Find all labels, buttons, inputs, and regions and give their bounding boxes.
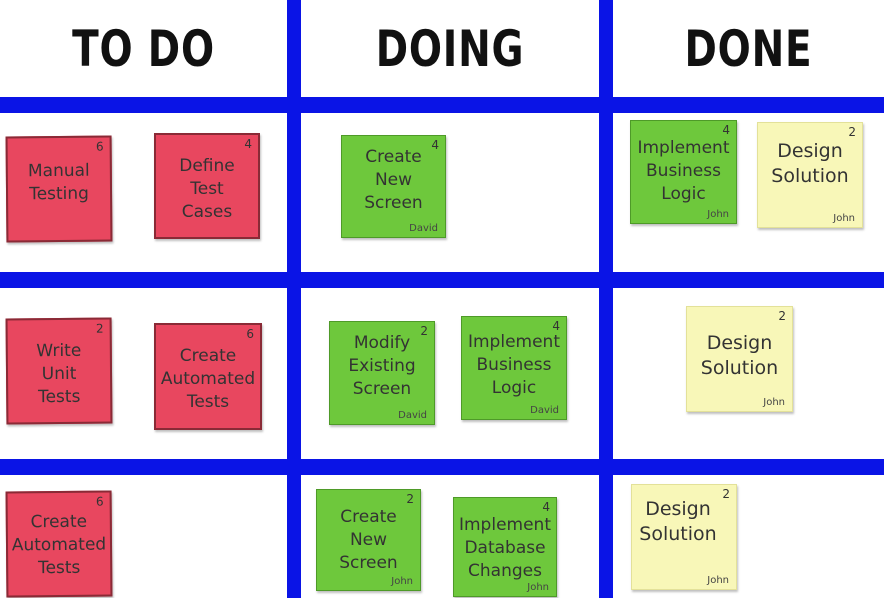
column-header-done: DONE bbox=[684, 19, 813, 78]
note-title: Define Test Cases bbox=[179, 156, 235, 222]
story-points: 6 bbox=[95, 139, 104, 154]
row-divider bbox=[0, 459, 884, 475]
story-points: 2 bbox=[406, 492, 414, 506]
sticky-note-todo[interactable]: 6 Manual Testing bbox=[5, 135, 113, 243]
story-points: 4 bbox=[722, 123, 730, 137]
assignee-label: John bbox=[707, 209, 729, 220]
story-points: 6 bbox=[246, 327, 254, 341]
column-header-doing: DOING bbox=[375, 19, 525, 78]
assignee-label: John bbox=[833, 213, 855, 224]
note-title: Create New Screen bbox=[364, 147, 423, 213]
story-points: 6 bbox=[95, 494, 104, 509]
note-title: Create Automated Tests bbox=[160, 346, 256, 412]
sticky-note-todo[interactable]: 6 Create Automated Tests bbox=[5, 490, 113, 598]
story-points: 2 bbox=[95, 321, 104, 336]
story-points: 2 bbox=[420, 324, 428, 338]
sticky-note-doing[interactable]: 2 Create New Screen John bbox=[316, 489, 421, 591]
assignee-label: David bbox=[409, 223, 438, 234]
assignee-label: David bbox=[530, 405, 559, 416]
sticky-note-doing[interactable]: 4 Implement Database Changes John bbox=[453, 497, 557, 597]
row-divider bbox=[0, 272, 884, 288]
story-points: 4 bbox=[431, 138, 439, 152]
note-title: Implement Business Logic bbox=[637, 138, 730, 204]
sticky-note-done[interactable]: 2 Design Solution John bbox=[631, 484, 737, 590]
sticky-note-done[interactable]: 2 Design Solution John bbox=[757, 122, 863, 228]
note-title: Create Automated Tests bbox=[11, 511, 107, 579]
note-title: Implement Database Changes bbox=[458, 515, 551, 581]
story-points: 2 bbox=[778, 309, 786, 323]
assignee-label: John bbox=[391, 576, 413, 587]
story-points: 2 bbox=[848, 125, 856, 139]
sticky-note-doing[interactable]: 4 Implement Business Logic David bbox=[461, 316, 567, 420]
sticky-note-todo[interactable]: 2 Write Unit Tests bbox=[5, 317, 113, 425]
row-divider bbox=[0, 97, 884, 113]
sticky-note-done[interactable]: 2 Design Solution John bbox=[686, 306, 793, 412]
sticky-note-todo[interactable]: 4 Define Test Cases bbox=[154, 133, 260, 239]
story-points: 4 bbox=[244, 137, 252, 151]
column-divider bbox=[599, 0, 613, 598]
assignee-label: David bbox=[398, 410, 427, 421]
note-title: Create New Screen bbox=[339, 507, 398, 573]
note-title: Implement Business Logic bbox=[467, 332, 560, 398]
sticky-note-done[interactable]: 4 Implement Business Logic John bbox=[630, 120, 737, 224]
sticky-note-todo[interactable]: 6 Create Automated Tests bbox=[154, 323, 262, 430]
note-title: Design Solution bbox=[771, 140, 849, 187]
note-title: Design Solution bbox=[700, 332, 779, 379]
note-title: Design Solution bbox=[639, 498, 717, 545]
assignee-label: John bbox=[763, 397, 785, 408]
note-title: Manual Testing bbox=[27, 160, 90, 205]
note-title: Write Unit Tests bbox=[36, 340, 82, 408]
column-header-todo: TO DO bbox=[72, 19, 215, 78]
note-title: Modify Existing Screen bbox=[348, 333, 416, 399]
story-points: 4 bbox=[552, 319, 560, 333]
assignee-label: John bbox=[527, 582, 549, 593]
assignee-label: John bbox=[707, 575, 729, 586]
story-points: 4 bbox=[542, 500, 550, 514]
sticky-note-doing[interactable]: 2 Modify Existing Screen David bbox=[329, 321, 435, 425]
sticky-note-doing[interactable]: 4 Create New Screen David bbox=[341, 135, 446, 238]
story-points: 2 bbox=[722, 487, 730, 501]
column-divider bbox=[287, 0, 301, 598]
